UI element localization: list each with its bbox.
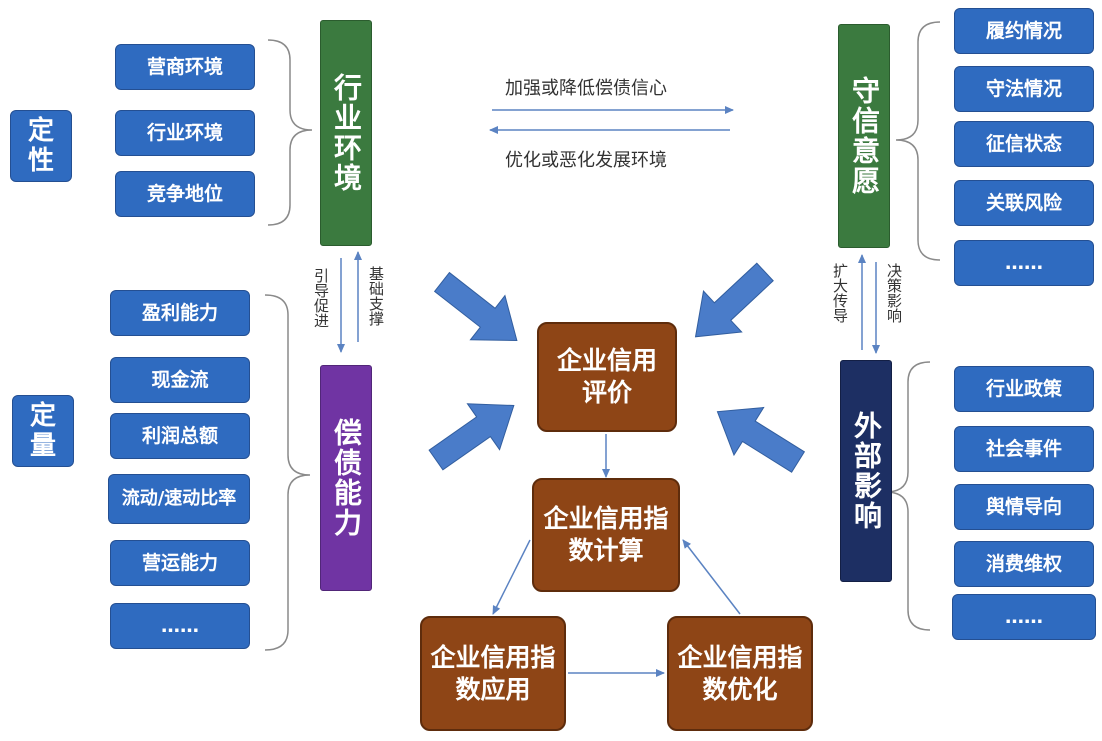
item-industry-environment: 行业环境 <box>115 110 255 156</box>
item-ext-more: …… <box>952 594 1096 640</box>
bracket-external <box>885 361 931 631</box>
bracket-industry <box>267 39 313 226</box>
block-arrow-bottom-right <box>716 406 806 473</box>
label-strengthen-confidence: 加强或降低偿债信心 <box>505 78 667 99</box>
block-arrow-top-left <box>433 271 518 341</box>
item-social-events: 社会事件 <box>954 426 1094 472</box>
node-index-application: 企业信用指数应用 <box>420 616 566 731</box>
item-profitability: 盈利能力 <box>110 290 250 336</box>
item-liquidity-ratio: 流动/速动比率 <box>108 474 250 524</box>
qualitative-label: 定性 <box>10 110 72 182</box>
quantitative-label: 定量 <box>12 395 74 467</box>
pillar-willingness: 守信意愿 <box>838 24 890 248</box>
label-decision-influence: 决策影响 <box>885 263 903 323</box>
item-related-risk: 关联风险 <box>954 180 1094 226</box>
node-credit-evaluation: 企业信用评价 <box>537 322 677 432</box>
bracket-solvency <box>264 294 311 651</box>
item-performance: 履约情况 <box>954 8 1094 54</box>
item-quant-more: …… <box>110 603 250 649</box>
item-law-compliance: 守法情况 <box>954 66 1094 112</box>
item-industry-policy: 行业政策 <box>954 366 1094 412</box>
item-business-environment: 营商环境 <box>115 44 255 90</box>
label-basic-support: 基础支撑 <box>367 266 385 326</box>
label-optimize-environment: 优化或恶化发展环境 <box>505 150 667 171</box>
label-guide-promote: 引导促进 <box>312 268 330 328</box>
item-consumer-rights: 消费维权 <box>954 541 1094 587</box>
item-operating-capacity: 营运能力 <box>110 540 250 586</box>
block-arrow-bottom-left <box>428 403 515 471</box>
item-public-opinion: 舆情导向 <box>954 484 1094 530</box>
pillar-external-influence: 外部影响 <box>840 360 892 582</box>
block-arrow-top-right <box>694 262 774 338</box>
pillar-industry-environment: 行业环境 <box>320 20 372 246</box>
arrow-opt-to-calc <box>682 539 741 615</box>
item-will-more: …… <box>954 240 1094 286</box>
bracket-willingness <box>895 21 941 261</box>
arrow-calc-to-app <box>492 539 531 615</box>
item-credit-status: 征信状态 <box>954 121 1094 167</box>
pillar-solvency: 偿债能力 <box>320 365 372 591</box>
label-expand-transmit: 扩大传导 <box>831 263 849 323</box>
node-index-calculation: 企业信用指数计算 <box>532 478 680 592</box>
node-index-optimization: 企业信用指数优化 <box>667 616 813 731</box>
item-cash-flow: 现金流 <box>110 357 250 403</box>
item-competitive-position: 竞争地位 <box>115 171 255 217</box>
item-total-profit: 利润总额 <box>110 413 250 459</box>
